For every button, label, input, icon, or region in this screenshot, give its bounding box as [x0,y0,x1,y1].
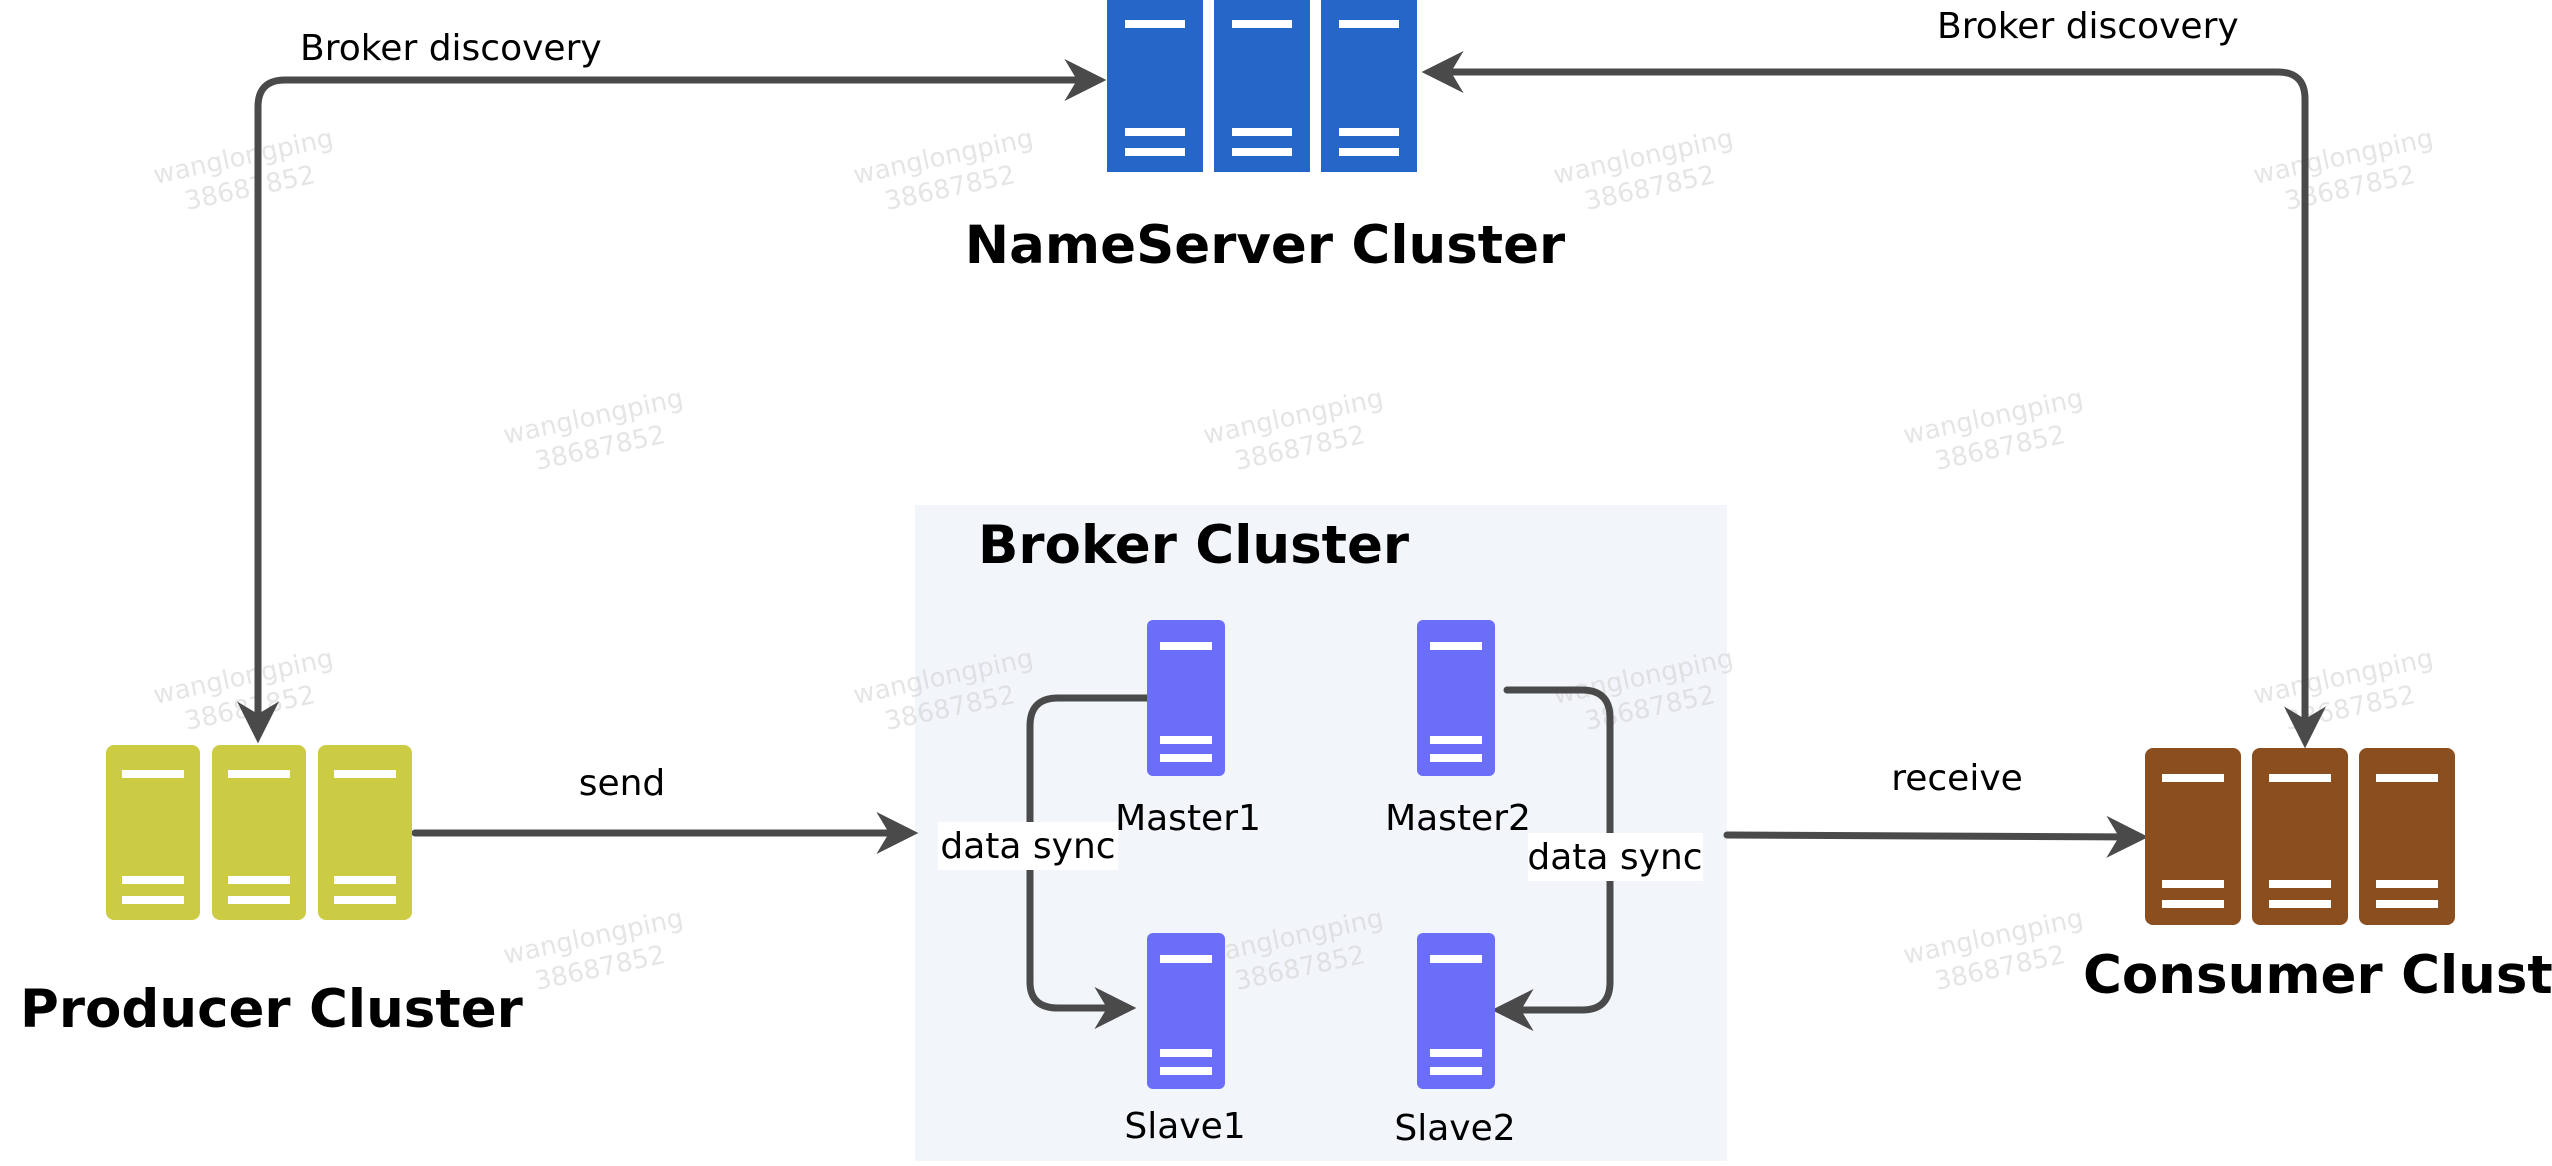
broker-node-slave2: Slave2 [1394,933,1516,1149]
server-icon [1147,933,1225,1089]
server-rack-icon [2252,748,2348,925]
watermark: wanglongping 38687852 [151,643,336,736]
server-rack-icon [1321,0,1417,172]
broker-discovery-left-label: Broker discovery [300,28,602,69]
server-rack-icon [2359,748,2455,925]
slave2-label: Slave2 [1394,1108,1515,1149]
broker-node-master1: Master1 [1115,620,1261,839]
server-rack-icon [2145,748,2241,925]
broker-node-slave1: Slave1 [1124,933,1246,1147]
server-icon [1417,933,1495,1089]
broker-discovery-right-label: Broker discovery [1937,6,2239,47]
data-sync-right-label-bg [1528,833,1703,881]
master2-label: Master2 [1385,798,1531,839]
master1-label: Master1 [1115,798,1261,839]
watermark: wanglongping 38687852 [851,123,1036,216]
server-icon [1417,620,1495,776]
broker-discovery-left-arrow [237,59,1107,744]
broker-node-master2: Master2 [1385,620,1531,839]
watermark: wanglongping 38687852 [1551,123,1736,216]
watermark: wanglongping 38687852 [501,383,686,476]
nameserver-cluster: NameServer Cluster [965,0,1565,276]
watermark: wanglongping 38687852 [151,123,336,216]
nameserver-cluster-label: NameServer Cluster [965,215,1565,276]
server-rack-icon [106,745,200,920]
watermark: wanglongping 38687852 [2251,123,2436,216]
watermark: wanglongping 38687852 [2251,643,2436,736]
server-rack-icon [1107,0,1203,172]
send-label: send [579,763,666,804]
watermark: wanglongping 38687852 [1901,383,2086,476]
broker-discovery-right-arrow [1421,51,2326,749]
data-sync-left-label: data sync [940,826,1115,867]
server-rack-icon [318,745,412,920]
consumer-cluster-label: Consumer Cluster [2083,945,2552,1006]
slave1-label: Slave1 [1124,1106,1245,1147]
watermark: wanglongping 38687852 [1901,903,2086,996]
receive-label: receive [1891,758,2023,799]
broker-cluster: Broker Cluster Master1 Master2 [938,515,1703,1149]
watermark: wanglongping 38687852 [501,903,686,996]
producer-cluster-label: Producer Cluster [20,979,523,1040]
data-sync-left-label-bg [938,822,1118,870]
consumer-cluster: Consumer Cluster [2083,748,2552,1006]
data-sync-right-label: data sync [1527,837,1702,878]
watermark: wanglongping 38687852 [1201,383,1386,476]
server-rack-icon [1214,0,1310,172]
producer-cluster: Producer Cluster [20,745,523,1040]
server-rack-icon [212,745,306,920]
server-icon [1147,620,1225,776]
broker-cluster-title: Broker Cluster [978,515,1409,576]
receive-arrow [1723,815,2149,858]
